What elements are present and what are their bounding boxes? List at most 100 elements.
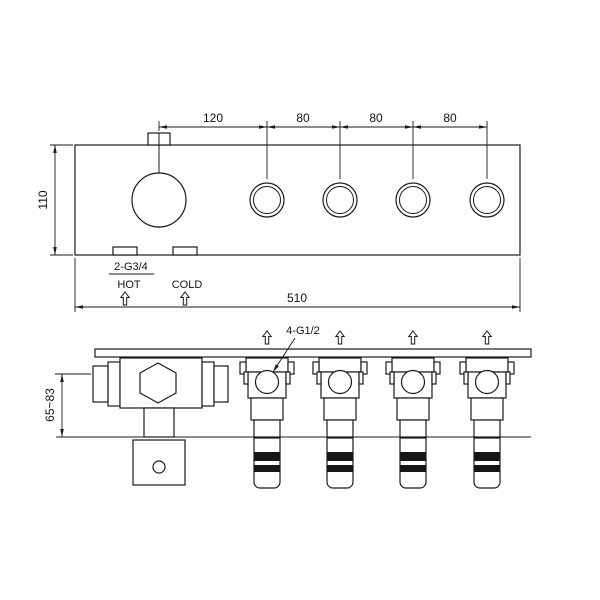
side-tab-right [431,371,437,385]
mounting-ear-left [459,361,467,375]
cartridge-lower [250,397,284,421]
cartridge-top [318,357,362,373]
thermostat-valve-body [92,357,229,486]
cold-flow-arrow-icon [180,291,190,306]
connector-band [254,465,280,472]
dim-label-depth: 65~83 [43,388,57,422]
dim-arrowhead [259,125,267,129]
valve-end-cap-left [92,365,109,403]
dim-arrowhead [75,305,83,309]
screw-hole [152,460,166,474]
cartridge-lower [470,397,504,421]
dim-arrowhead [479,125,487,129]
outlet-connector [399,437,427,489]
outlet-thread-label: 4-G1/2 [286,325,320,337]
outlet-port-circle [474,369,500,395]
dim-label-120: 120 [203,111,223,125]
mounting-ear-right [433,361,441,375]
dim-arrowhead [512,305,520,309]
dim-arrowhead [267,125,275,129]
outlet-knob-3 [395,182,431,218]
outlet-knob-3-inner [399,186,427,214]
outlet-connector [253,437,281,489]
mounting-ear-right [287,361,295,375]
front-view: 120 80 80 80 110 510 2-G3/4 HOT [36,111,521,312]
connector-band [400,465,426,472]
outlet-port-circle [400,369,426,395]
spacing-dimension: 120 80 80 80 [158,111,488,179]
outlet-port-circle [254,369,280,395]
valve-cartridge-3 [385,357,441,489]
cartridge-lower [323,397,357,421]
dim-label-110: 110 [36,190,50,209]
connector-band [327,465,353,472]
connector-band [254,452,280,461]
inlet-thread-label: 2-G3/4 [114,261,148,273]
connector-band [474,452,500,461]
dim-arrowhead [53,145,57,153]
cartridge-top [391,357,435,373]
width-dimension: 510 [74,258,521,312]
dim-label-80b: 80 [369,111,383,125]
dim-arrowhead [159,125,167,129]
cold-label: COLD [172,279,203,291]
hot-flow-arrow-icon [120,291,130,306]
dim-arrowhead [405,125,413,129]
hex-nut [139,362,177,404]
side-tab-right [285,371,291,385]
outlet-flow-arrow-icon [262,330,272,345]
cartridge-stem [399,419,427,438]
side-tab-right [505,371,511,385]
dim-label-80c: 80 [443,111,457,125]
valve-flange-left [107,361,121,407]
outlet-flow-arrow-icon [408,330,418,345]
connector-band [400,452,426,461]
mounting-ear-left [385,361,393,375]
cartridge-stem [473,419,501,438]
dim-arrowhead [53,247,57,255]
mounting-plate [94,348,532,358]
valve-end-cap-right [213,365,229,403]
outlet-flow-arrow-icon [482,330,492,345]
dim-arrowhead [413,125,421,129]
outlet-flow-arrow-icon [335,330,345,345]
side-tab-right [358,371,364,385]
hot-label: HOT [117,279,141,291]
height-dimension: 110 [36,144,73,256]
dim-label-510: 510 [287,291,307,305]
thermostat-knob [131,172,187,228]
side-tab-left [463,371,469,385]
valve-cartridge-4 [459,357,515,489]
section-view: 4-G1/2 65~83 [43,325,532,489]
depth-dimension: 65~83 [43,373,91,437]
cartridge-top [465,357,509,373]
cartridge-top [245,357,289,373]
outlet-knob-2-inner [326,186,354,214]
hot-inlet-port [112,246,138,256]
outlet-knob-1 [249,182,285,218]
connector-band [327,452,353,461]
side-tab-left [243,371,249,385]
outlet-knob-4 [469,182,505,218]
cartridge-lower [396,397,430,421]
outlet-knob-1-inner [253,186,281,214]
connector-band [474,465,500,472]
valve-cartridge-1 [239,357,295,489]
outlet-knob-2 [322,182,358,218]
valve-flange-right [201,361,215,407]
cartridge-stem [326,419,354,438]
outlet-connector [326,437,354,489]
dim-arrowhead [60,429,64,437]
side-tab-left [316,371,322,385]
mounting-ear-left [312,361,320,375]
cold-inlet-port [172,246,198,256]
valve-cartridge-2 [312,357,368,489]
mounting-ear-right [360,361,368,375]
outlet-port-circle [327,369,353,395]
mounting-ear-left [239,361,247,375]
mounting-ear-right [507,361,515,375]
outlet-knob-4-inner [473,186,501,214]
dim-arrowhead [340,125,348,129]
outlet-connector [473,437,501,489]
